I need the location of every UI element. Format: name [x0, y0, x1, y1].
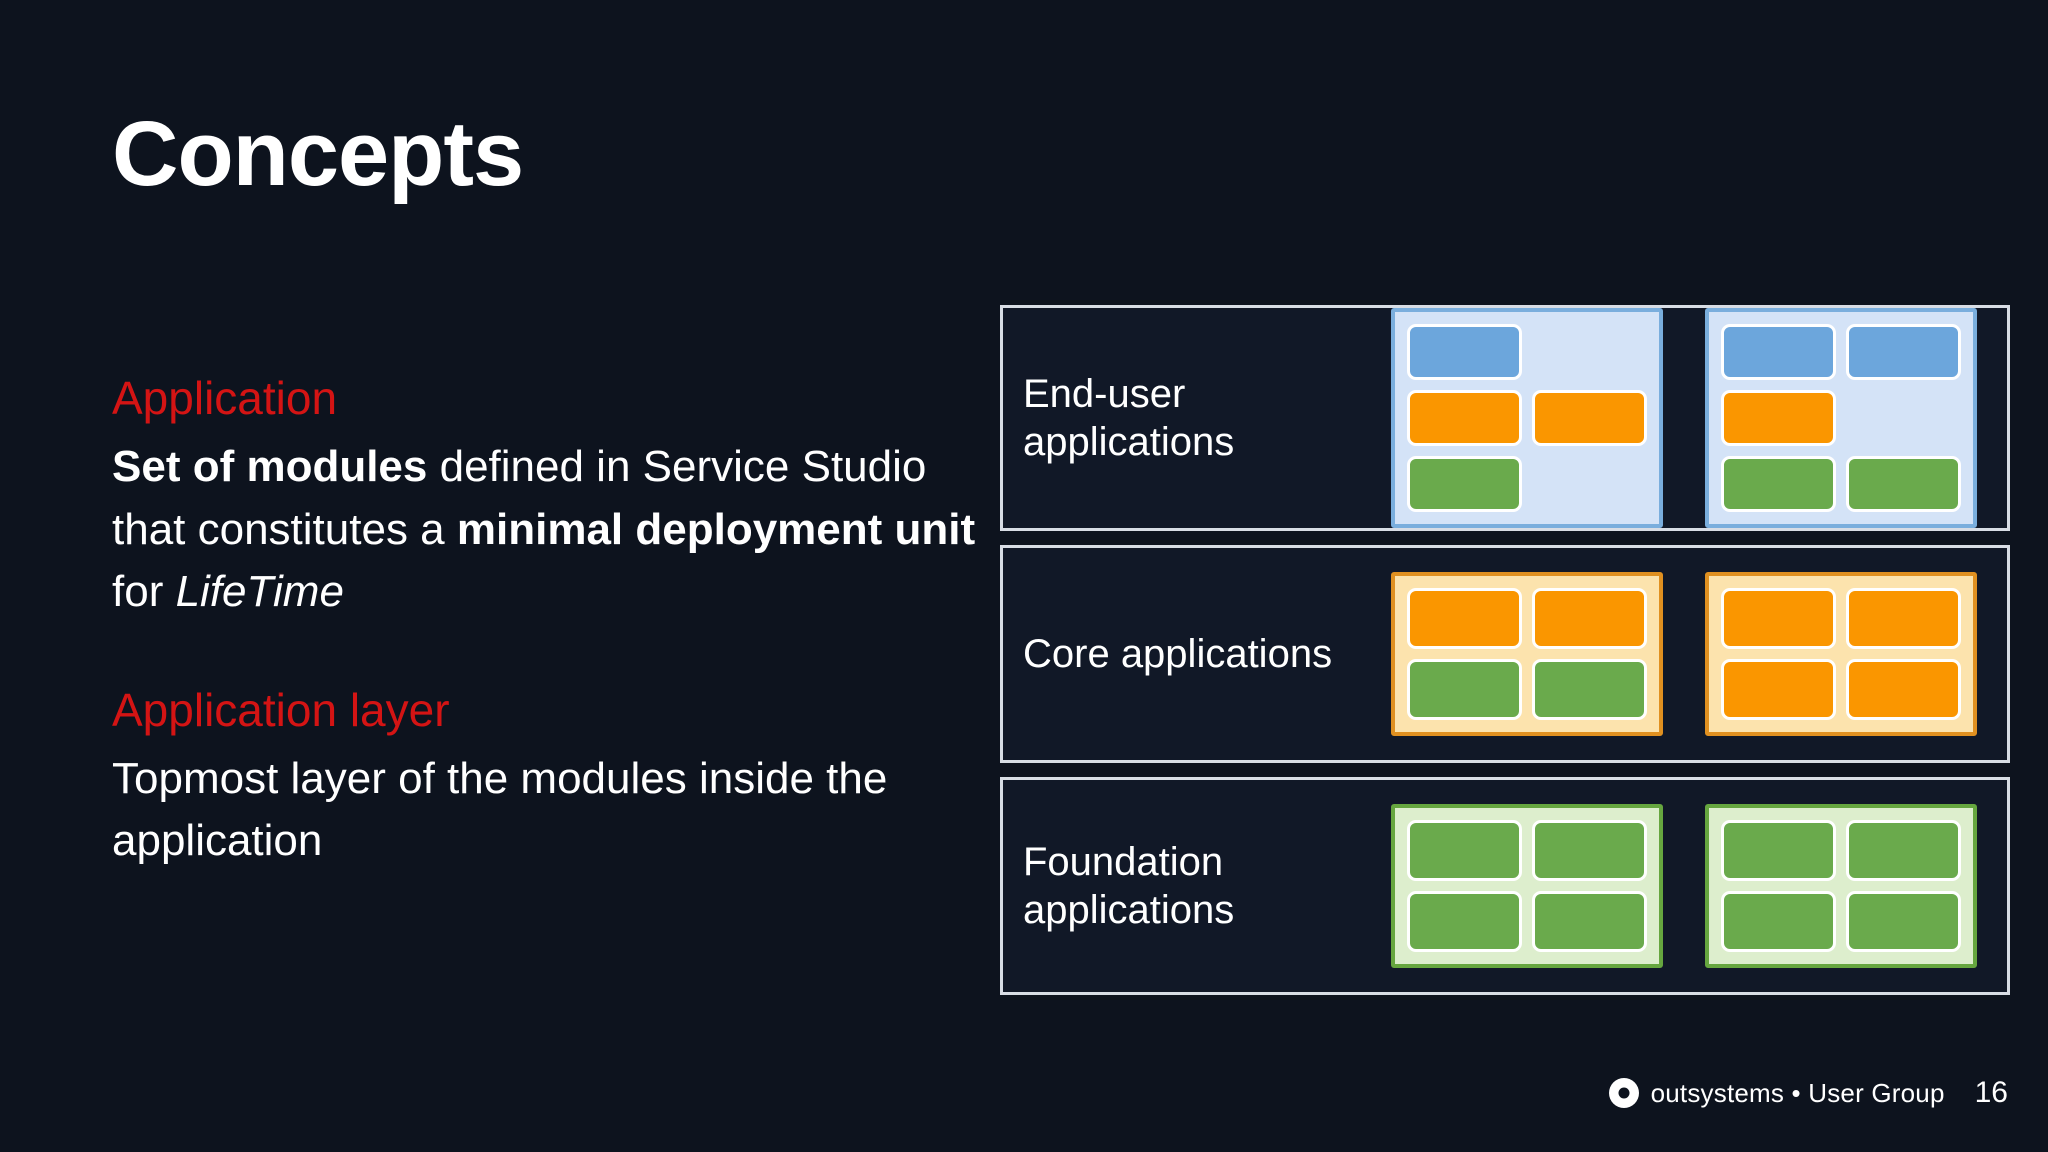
concept-body-part: Set of modules — [112, 442, 428, 492]
module-block-green — [1721, 456, 1836, 512]
module-slot-empty — [1532, 456, 1647, 512]
page-title: Concepts — [112, 103, 524, 205]
diagram-layer-cards — [1343, 804, 1989, 968]
module-block-green — [1532, 659, 1647, 720]
module-block-orange — [1532, 588, 1647, 649]
diagram-layer: End-user applications — [1000, 305, 2010, 531]
application-card — [1705, 572, 1977, 736]
module-block-orange — [1721, 588, 1836, 649]
concept-heading: Application — [112, 372, 338, 424]
module-block-orange — [1721, 659, 1836, 720]
module-block-green — [1721, 891, 1836, 952]
diagram-layer-label: End-user applications — [1023, 372, 1235, 464]
concept-body-part: for — [112, 567, 176, 617]
application-card — [1391, 572, 1663, 736]
footer-brand-label: outsystems • User Group — [1650, 1077, 1945, 1108]
module-slot-empty — [1846, 390, 1961, 446]
diagram-layer: Foundation applications — [1000, 777, 2010, 995]
concept-block-application-layer: Application layer Topmost layer of the m… — [112, 682, 992, 873]
concept-body-part: defined in Service Studio that constitut… — [112, 442, 927, 554]
page-number: 16 — [1974, 1076, 2008, 1109]
module-block-blue — [1721, 324, 1836, 380]
diagram-layer: Core applications — [1000, 545, 2010, 763]
module-block-green — [1846, 891, 1961, 952]
concept-body-part: Topmost layer of the modules inside the … — [112, 753, 888, 866]
diagram-layer-cards — [1343, 572, 1989, 736]
module-block-orange — [1407, 588, 1522, 649]
module-block-orange — [1846, 659, 1961, 720]
footer: outsystems • User Group 16 — [1608, 1076, 2008, 1110]
module-block-green — [1721, 820, 1836, 881]
diagram-layer-cards — [1343, 308, 1989, 528]
outsystems-circle-logo-icon — [1608, 1078, 1639, 1108]
module-block-green — [1407, 891, 1522, 952]
concept-body: Set of modules defined in Service Studio… — [112, 436, 992, 623]
concept-body-part: minimal deployment unit — [456, 504, 976, 554]
application-card — [1705, 308, 1977, 528]
diagram-layer-label: Foundation applications — [1023, 840, 1235, 932]
concepts-text-column: Application Set of modules defined in Se… — [112, 370, 992, 931]
application-card — [1705, 804, 1977, 968]
module-block-green — [1846, 820, 1961, 881]
module-block-orange — [1721, 390, 1836, 446]
module-block-orange — [1846, 588, 1961, 649]
application-card — [1391, 308, 1663, 528]
application-card — [1391, 804, 1663, 968]
module-block-blue — [1846, 324, 1961, 380]
module-block-green — [1407, 820, 1522, 881]
concept-heading: Application layer — [112, 683, 450, 736]
module-block-green — [1846, 456, 1961, 512]
concept-body: Topmost layer of the modules inside the … — [112, 748, 992, 873]
module-block-green — [1532, 891, 1647, 952]
module-slot-empty — [1532, 324, 1647, 380]
module-block-green — [1407, 659, 1522, 720]
concept-body-part: LifeTime — [175, 567, 344, 617]
concept-block-application: Application Set of modules defined in Se… — [112, 370, 992, 624]
module-block-orange — [1407, 390, 1522, 446]
module-block-orange — [1532, 390, 1647, 446]
module-block-green — [1407, 456, 1522, 512]
module-block-green — [1532, 820, 1647, 881]
diagram-layer-label: Core applications — [1023, 632, 1333, 676]
module-block-blue — [1407, 324, 1522, 380]
